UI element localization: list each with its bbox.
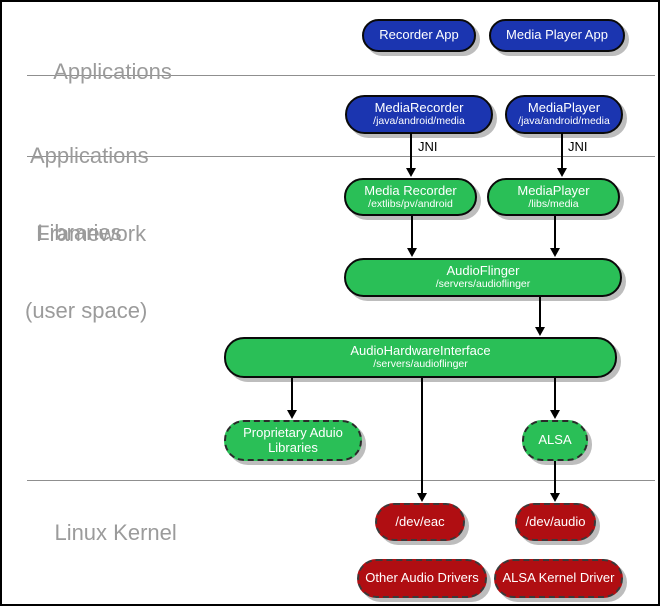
node-proprietary-audio-libraries: Proprietary Aduio Libraries (224, 420, 362, 461)
node-media-player-app-label: Media Player App (506, 27, 608, 43)
connector-mediarecorder-audioflinger (411, 216, 413, 249)
connector-alsa-dev-audio (554, 461, 556, 494)
connector-mediaplayer-jni (561, 133, 563, 169)
connector-ahi-dev-eac (421, 378, 423, 494)
node-mediarecorder-framework-label: MediaRecorder (374, 100, 464, 116)
node-mediaplayer-framework-label: MediaPlayer (527, 100, 601, 116)
node-dev-eac: /dev/eac (375, 503, 465, 541)
framework-label-line1: Applications (30, 143, 149, 168)
node-alsa-kernel-driver-label: ALSA Kernel Driver (502, 570, 615, 586)
node-audioflinger-label: AudioFlinger (446, 263, 520, 279)
node-dev-audio-label: /dev/audio (525, 513, 586, 529)
node-recorder-app: Recorder App (362, 19, 476, 52)
arrowhead-mediarecorder-audioflinger (407, 248, 417, 257)
section-label-applications-text: Applications (53, 59, 172, 84)
node-mediarecorder-framework: MediaRecorder /java/android/media (345, 95, 493, 134)
node-mediaplayer-lib-label: MediaPlayer (517, 182, 590, 198)
arrowhead-audioflinger-ahi (535, 327, 545, 336)
framework-label-line2: Framework (30, 221, 147, 246)
jni-label-left: JNI (418, 139, 438, 154)
node-mediaplayer-lib-path: /libs/media (528, 197, 579, 210)
arrowhead-alsa-dev-audio (550, 493, 560, 502)
node-alsa: ALSA (522, 420, 588, 461)
divider-applications-framework (27, 75, 655, 76)
libraries-label-line1: Libraries (25, 220, 122, 245)
node-mediaplayer-framework: MediaPlayer /java/android/media (505, 95, 623, 134)
section-label-applications-framework: Applications Framework (30, 91, 149, 299)
section-label-linux-kernel: Linux Kernel (30, 494, 177, 572)
libraries-label-line2: (user space) (25, 298, 148, 323)
arrowhead-mediaplayer-audioflinger (550, 248, 560, 257)
node-proprietary-label-line1: Proprietary Aduio (243, 425, 343, 441)
node-other-audio-drivers: Other Audio Drivers (357, 559, 487, 598)
jni-label-left-text: JNI (418, 139, 438, 154)
jni-label-right: JNI (568, 139, 588, 154)
node-alsa-label: ALSA (538, 432, 572, 448)
connector-audioflinger-ahi (539, 297, 541, 328)
arrowhead-ahi-proprietary (287, 410, 297, 419)
node-proprietary-label-line2: Libraries (268, 439, 318, 455)
connector-mediarecorder-jni (410, 133, 412, 169)
node-audio-hardware-interface: AudioHardwareInterface /servers/audiofli… (224, 337, 617, 378)
node-other-audio-drivers-label: Other Audio Drivers (365, 570, 479, 586)
node-recorder-app-label: Recorder App (379, 27, 459, 43)
connector-mediaplayer-audioflinger (554, 216, 556, 249)
jni-label-right-text: JNI (568, 139, 588, 154)
node-ahi-label: AudioHardwareInterface (350, 343, 491, 359)
arrowhead-ahi-alsa (550, 410, 560, 419)
node-mediaplayer-framework-path: /java/android/media (518, 115, 610, 128)
kernel-label-text: Linux Kernel (54, 520, 177, 545)
node-media-recorder-lib-path: /extlibs/pv/android (368, 197, 453, 210)
node-media-recorder-lib-label: Media Recorder (364, 182, 457, 198)
node-ahi-path: /servers/audioflinger (373, 358, 468, 371)
node-mediarecorder-framework-path: /java/android/media (373, 115, 465, 128)
node-alsa-kernel-driver: ALSA Kernel Driver (494, 559, 623, 598)
node-audioflinger-path: /servers/audioflinger (435, 278, 531, 291)
arrowhead-ahi-dev-eac (417, 493, 427, 502)
divider-framework-libraries (27, 156, 655, 157)
section-label-applications: Applications (30, 33, 172, 111)
node-audioflinger: AudioFlinger /servers/audioflinger (344, 258, 622, 297)
arrowhead-mediaplayer-jni (557, 168, 567, 177)
connector-ahi-proprietary (291, 378, 293, 411)
node-mediaplayer-lib: MediaPlayer /libs/media (487, 178, 620, 216)
node-dev-audio: /dev/audio (515, 503, 596, 541)
connector-ahi-alsa (554, 378, 556, 411)
section-label-libraries: Libraries (user space) (25, 168, 147, 376)
node-dev-eac-label: /dev/eac (395, 513, 445, 529)
divider-libraries-kernel (27, 480, 655, 481)
arrowhead-mediarecorder-jni (406, 168, 416, 177)
node-media-recorder-lib: Media Recorder /extlibs/pv/android (344, 178, 477, 216)
node-media-player-app: Media Player App (489, 19, 625, 52)
